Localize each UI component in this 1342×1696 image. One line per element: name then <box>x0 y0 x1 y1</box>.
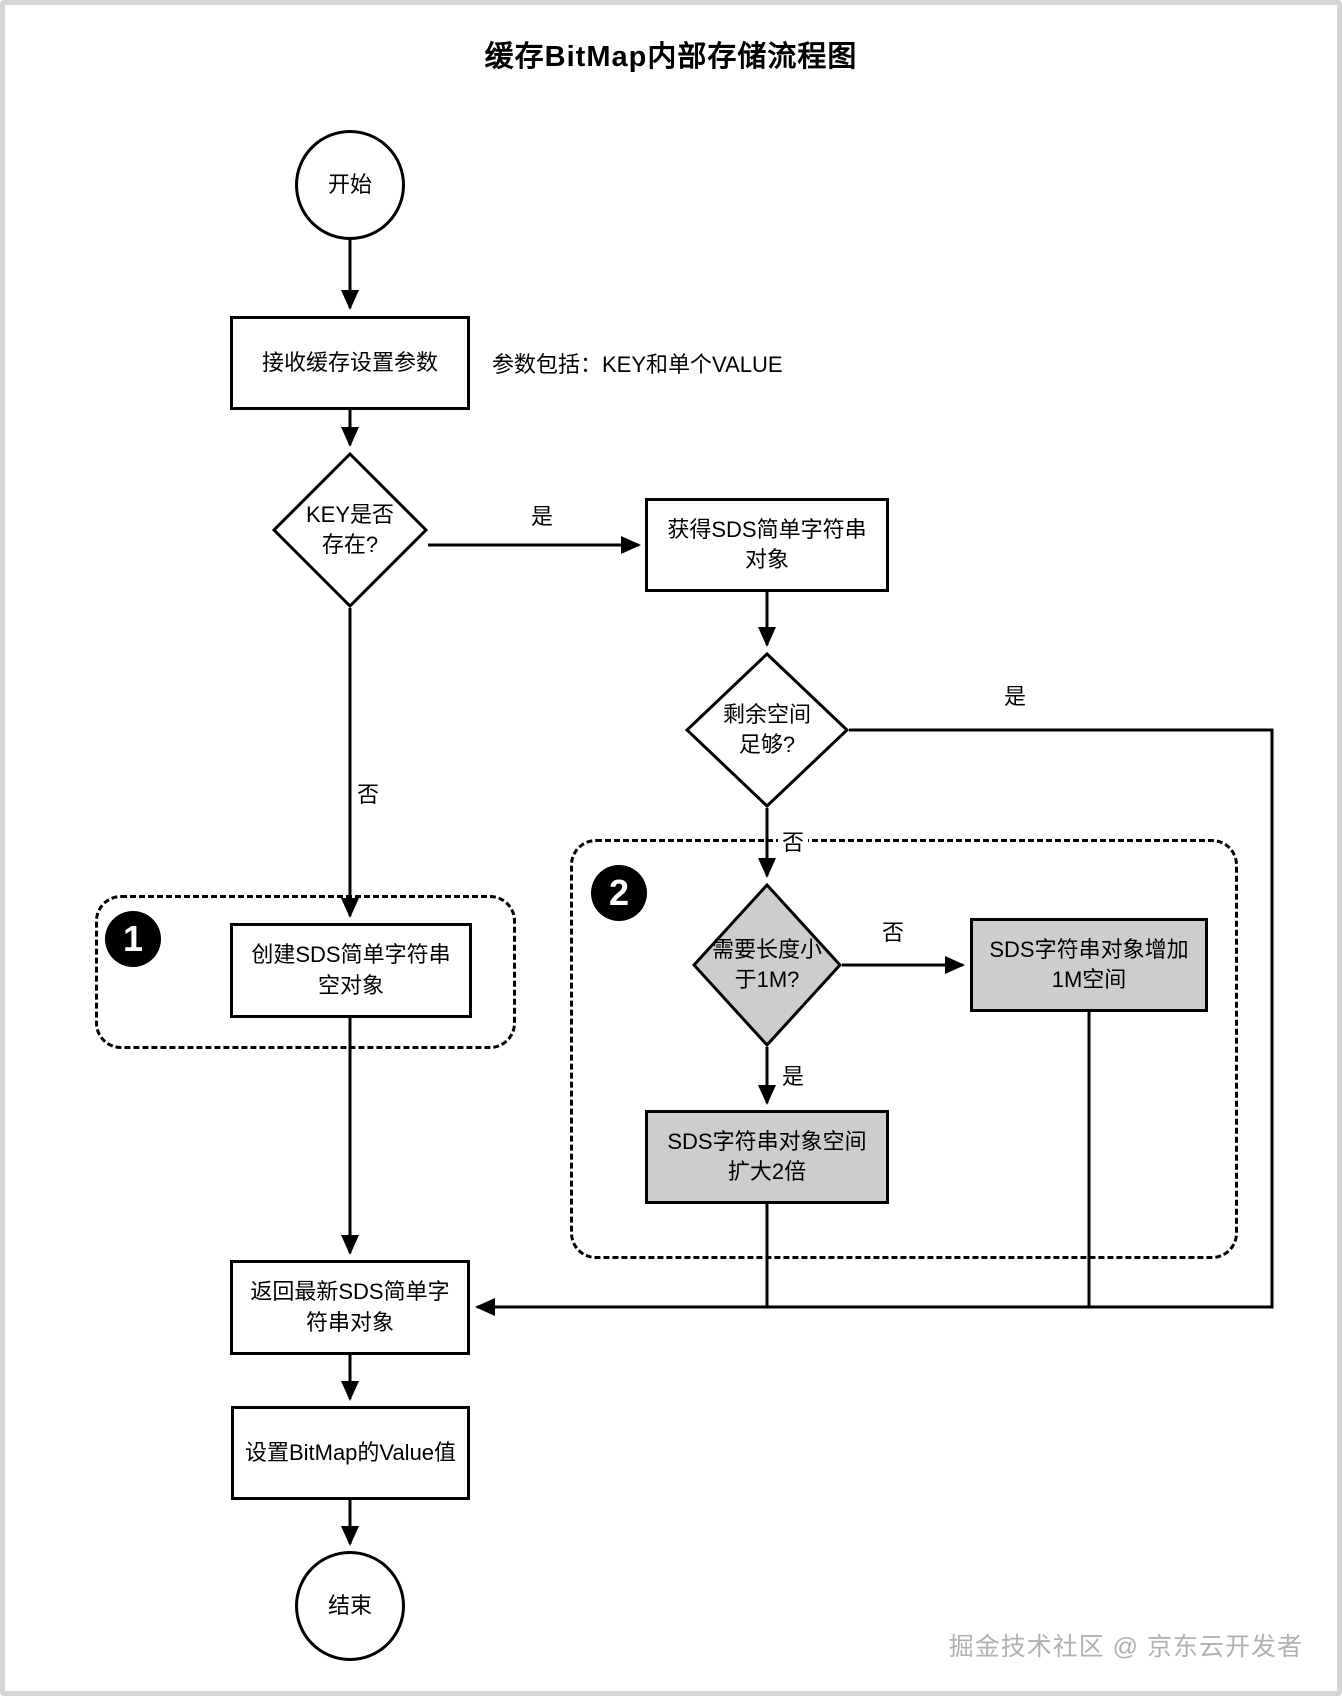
expand-2x-label: SDS字符串对象空间 扩大2倍 <box>667 1128 867 1184</box>
connector-layer <box>341 240 1274 1546</box>
edge-space-yes-to-return <box>475 728 1274 1316</box>
set-value-label: 设置BitMap的Value值 <box>244 1439 457 1465</box>
add-1m-label: SDS字符串对象增加 1M空间 <box>989 936 1189 992</box>
edge-label-need-no: 否 <box>877 920 909 946</box>
edge-label-key-no: 否 <box>352 782 384 808</box>
need-length-diamond-shape <box>692 883 842 1047</box>
key-exists-decision: KEY是否 存在? <box>272 452 428 608</box>
need-length-label: 需要长度小 于1M? <box>711 936 822 992</box>
expand-2x-node: SDS字符串对象空间 扩大2倍 <box>645 1110 889 1204</box>
set-value-node: 设置BitMap的Value值 <box>231 1406 470 1500</box>
get-sds-node: 获得SDS简单字符串 对象 <box>645 498 889 592</box>
return-sds-node: 返回最新SDS简单字 符串对象 <box>230 1260 470 1355</box>
dashed-region-2 <box>570 839 1238 1259</box>
receive-params-label: 接收缓存设置参数 <box>261 349 438 375</box>
space-enough-diamond-shape <box>685 652 849 808</box>
return-sds-label: 返回最新SDS简单字 符串对象 <box>250 1279 450 1335</box>
add-1m-node: SDS字符串对象增加 1M空间 <box>970 918 1208 1012</box>
start-node: 开始 <box>295 130 405 240</box>
edge-label-need-yes: 是 <box>777 1064 809 1090</box>
need-length-decision: 需要长度小 于1M? <box>692 883 842 1047</box>
edge-label-key-yes: 是 <box>526 504 558 530</box>
receive-params-node: 接收缓存设置参数 <box>230 316 470 410</box>
key-exists-label: KEY是否 存在? <box>305 501 395 557</box>
edge-label-space-no: 否 <box>777 830 809 856</box>
region-2-badge: 2 <box>591 865 647 921</box>
params-note: 参数包括：KEY和单个VALUE <box>492 352 783 377</box>
create-sds-label: 创建SDS简单字符串 空对象 <box>251 942 451 998</box>
end-node: 结束 <box>295 1551 405 1661</box>
end-label: 结束 <box>327 1592 372 1618</box>
space-enough-decision: 剩余空间 足够? <box>685 652 849 808</box>
region-1-badge: 1 <box>105 911 161 967</box>
key-exists-diamond-shape <box>272 452 428 608</box>
create-sds-node: 创建SDS简单字符串 空对象 <box>230 923 472 1018</box>
dashed-region-1 <box>95 895 516 1049</box>
edge-label-space-yes: 是 <box>999 684 1031 710</box>
space-enough-label: 剩余空间 足够? <box>722 701 811 757</box>
page-title: 缓存BitMap内部存储流程图 <box>484 41 858 73</box>
start-label: 开始 <box>327 171 372 197</box>
get-sds-label: 获得SDS简单字符串 对象 <box>667 516 867 572</box>
watermark: 掘金技术社区 @ 京东云开发者 <box>948 1633 1303 1661</box>
